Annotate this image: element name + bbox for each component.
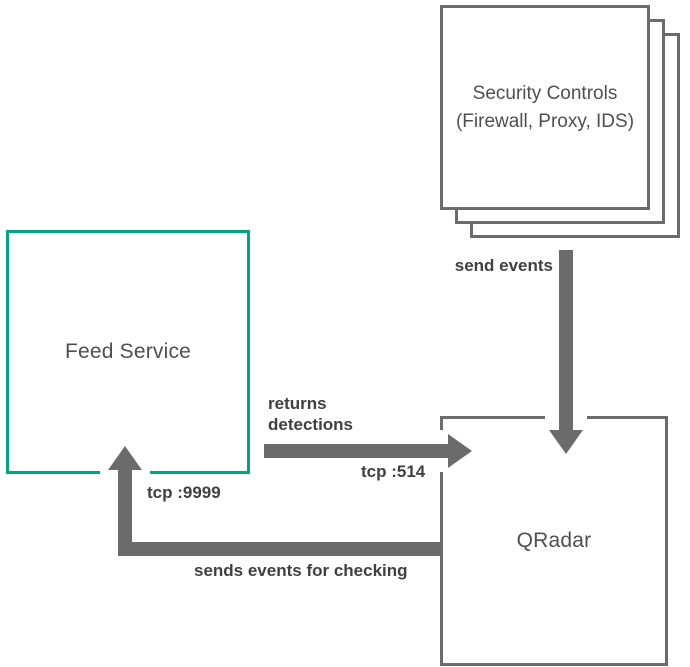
qradar-node: QRadar xyxy=(440,416,668,666)
feed-service-label: Feed Service xyxy=(64,340,192,363)
sends-events-label: sends events for checking xyxy=(194,561,408,580)
security-controls-label: Security Controls (Firewall, Proxy, IDS) xyxy=(455,82,635,132)
sends-events-arrow-vertical-shaft xyxy=(118,468,132,556)
qradar-label: QRadar xyxy=(516,529,592,552)
sends-events-arrowhead-icon xyxy=(108,446,142,470)
sends-events-arrow-horizontal-shaft xyxy=(118,542,440,556)
tcp-514-port-label: tcp :514 xyxy=(361,462,426,481)
security-controls-node: Security Controls (Firewall, Proxy, IDS) xyxy=(440,5,650,210)
tcp-9999-port-label: tcp :9999 xyxy=(147,483,221,502)
send-events-arrowhead-icon xyxy=(549,430,583,454)
returns-detections-arrowhead-icon xyxy=(448,434,472,468)
send-events-arrow-shaft xyxy=(559,250,573,432)
returns-detections-label: returns detections xyxy=(268,394,354,435)
returns-detections-arrow-shaft xyxy=(264,444,450,458)
feed-service-node: Feed Service xyxy=(6,230,250,474)
send-events-label: send events xyxy=(454,256,553,275)
